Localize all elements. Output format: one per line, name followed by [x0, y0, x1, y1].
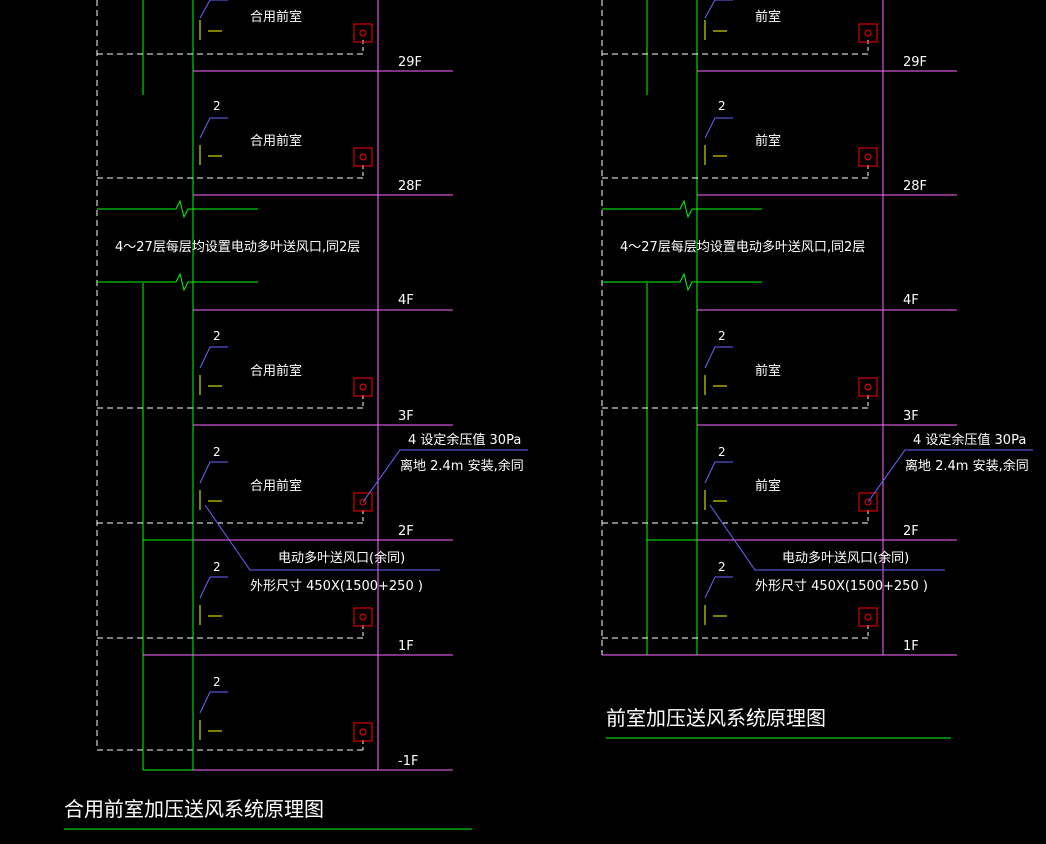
- left-num-3f: 2: [213, 329, 221, 343]
- right-repeat-note: 4～27层每层均设置电动多叶送风口,同2层: [620, 239, 865, 255]
- right-floor-28f: 28F: [903, 179, 927, 194]
- left-pressure-leader: [362, 449, 528, 503]
- left-pressure-note-2: 离地 2.4m 安装,余同: [400, 458, 524, 474]
- left-num-b1: 2: [213, 675, 221, 689]
- right-floor-2f: 2F: [903, 524, 919, 539]
- right-title: 前室加压送风系统原理图: [606, 706, 826, 730]
- left-break-line-bottom: [97, 272, 258, 292]
- left-num-1f: 2: [213, 560, 221, 574]
- left-room-3f: 合用前室: [250, 363, 302, 379]
- left-damper-note-1: 电动多叶送风口(余同): [278, 550, 405, 566]
- right-relief-valves: [858, 23, 878, 627]
- left-pressure-note-1: 4 设定余压值 30Pa: [408, 432, 521, 448]
- right-num-28f: 2: [718, 99, 726, 113]
- right-pressure-note-2: 离地 2.4m 安装,余同: [905, 458, 1029, 474]
- right-pressure-note-1: 4 设定余压值 30Pa: [913, 432, 1026, 448]
- right-system: 前室 29F 2 前室 28F 4～27层每层均设置电动多叶送风口,同2层 4F…: [601, 0, 1033, 739]
- right-break-line-bottom: [602, 272, 762, 292]
- right-floor-4f: 4F: [903, 293, 919, 308]
- right-damper-leader: [709, 504, 945, 571]
- right-floor-1f: 1F: [903, 639, 919, 654]
- left-dampers: [199, 0, 228, 740]
- right-floor-3f: 3F: [903, 409, 919, 424]
- right-room-2f: 前室: [755, 478, 781, 494]
- left-damper-leader: [204, 504, 440, 571]
- left-room-29f: 合用前室: [250, 9, 302, 25]
- right-room-28f: 前室: [755, 133, 781, 149]
- left-break-line-top: [97, 199, 258, 219]
- right-num-3f: 2: [718, 329, 726, 343]
- right-dampers: [704, 0, 733, 625]
- left-title: 合用前室加压送风系统原理图: [64, 797, 324, 821]
- left-floor-2f: 2F: [398, 524, 414, 539]
- right-room-3f: 前室: [755, 363, 781, 379]
- left-system: 合用前室 29F 2 合用前室 28F 4～27层每层均设置电动多叶送风口,同2…: [64, 0, 528, 830]
- right-pressure-leader: [867, 449, 1033, 503]
- left-floor-1f: 1F: [398, 639, 414, 654]
- right-damper-note-2: 外形尺寸 450X(1500+250 ): [755, 579, 928, 594]
- left-floor-b1: -1F: [398, 754, 418, 769]
- right-break-line-top: [602, 199, 762, 219]
- left-relief-valves: [353, 23, 373, 742]
- left-floor-28f: 28F: [398, 179, 422, 194]
- right-num-1f: 2: [718, 560, 726, 574]
- left-repeat-note: 4～27层每层均设置电动多叶送风口,同2层: [115, 239, 360, 255]
- left-room-28f: 合用前室: [250, 133, 302, 149]
- left-room-2f: 合用前室: [250, 478, 302, 494]
- left-floor-3f: 3F: [398, 409, 414, 424]
- right-damper-note-1: 电动多叶送风口(余同): [782, 550, 909, 566]
- right-num-2f: 2: [718, 445, 726, 459]
- left-num-2f: 2: [213, 445, 221, 459]
- left-damper-note-2: 外形尺寸 450X(1500+250 ): [250, 579, 423, 594]
- right-room-29f: 前室: [755, 9, 781, 25]
- left-floor-4f: 4F: [398, 293, 414, 308]
- left-num-28f: 2: [213, 99, 221, 113]
- left-floor-29f: 29F: [398, 55, 422, 70]
- right-floor-29f: 29F: [903, 55, 927, 70]
